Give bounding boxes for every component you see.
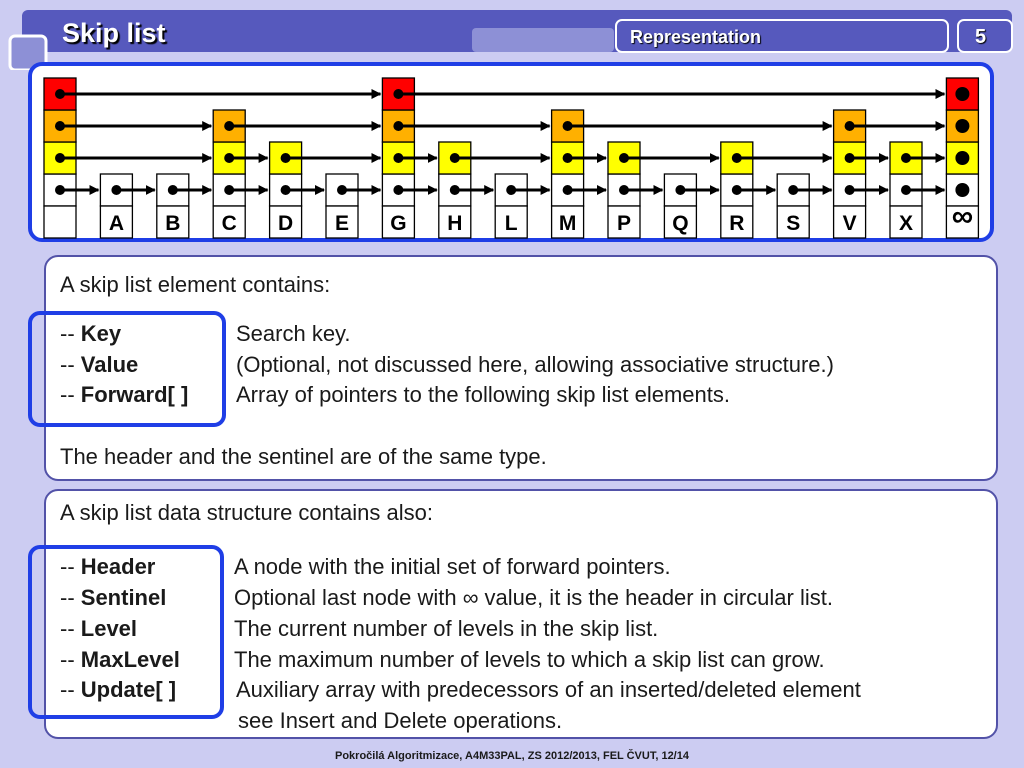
field-name-header: Header: [80, 554, 156, 579]
node-d-key-label: D: [278, 212, 293, 235]
field-name-level: Level: [80, 616, 138, 641]
section-label: Representation: [630, 27, 762, 47]
node-e-key-cell: [325, 205, 359, 239]
field-maxlevel: -- MaxLevel: [60, 647, 180, 672]
field-name-sentinel: Sentinel: [80, 585, 167, 610]
fields-highlight: [28, 311, 226, 427]
node-b-key-label: B: [165, 212, 180, 235]
node-h-key-cell: [438, 205, 472, 239]
field-header-desc: A node with the initial set of forward p…: [234, 554, 671, 579]
field-sentinel-desc: Optional last node with ∞ value, it is t…: [234, 585, 833, 610]
page-number: 5: [975, 26, 987, 48]
node-c-key-cell: [212, 205, 246, 239]
field-update-desc-continued: see Insert and Delete operations.: [238, 708, 563, 733]
header-key-cell: [43, 205, 77, 239]
field-update: -- Update[ ]: [60, 677, 177, 702]
section-tab: [615, 19, 949, 53]
field-name-value: Value: [80, 352, 139, 377]
field-name-forward: Forward[ ]: [80, 382, 189, 407]
node-m-key-label: M: [559, 212, 577, 235]
node-b-key-cell: [156, 205, 190, 239]
node-p-key-label: P: [617, 212, 631, 235]
node-x-key-cell: [889, 205, 923, 239]
field-level-desc: The current number of levels in the skip…: [234, 616, 659, 641]
field-forward: -- Forward[ ]: [60, 382, 189, 407]
node-s-key-label: S: [786, 212, 800, 235]
field-value: -- Value: [60, 352, 139, 377]
field-level: -- Level: [60, 616, 138, 641]
node-l-key-cell: [494, 205, 528, 239]
field-name-maxlevel: MaxLevel: [80, 647, 180, 672]
structure-contents-panel: A skip list data structure contains also…: [28, 489, 998, 739]
node-e-key-label: E: [335, 212, 349, 235]
slide-title: Skip list: [62, 18, 166, 48]
field-name-update: Update[ ]: [80, 677, 177, 702]
field-header: -- Header: [60, 554, 156, 579]
field-update-desc: Auxiliary array with predecessors of an …: [236, 677, 861, 702]
field-key-desc: Search key.: [236, 321, 351, 346]
sentinel-pointer-4: [955, 87, 970, 101]
panel1-intro: A skip list element contains:: [60, 272, 331, 297]
slide-footer: Pokročilá Algoritmizace, A4M33PAL, ZS 20…: [335, 750, 689, 762]
node-v-key-label: V: [843, 212, 857, 235]
slide-header-decoration: [8, 10, 1013, 70]
sentinel-pointer-3: [955, 119, 970, 133]
corner-square-decoration: [8, 34, 48, 70]
node-r-key-cell: [720, 205, 754, 239]
element-contents-panel: A skip list element contains: -- Key Sea…: [28, 255, 998, 481]
sentinel-key-label: ∞: [952, 200, 973, 233]
node-h-key-label: H: [447, 212, 462, 235]
field-key: -- Key: [60, 321, 122, 346]
panel2-intro: A skip list data structure contains also…: [60, 500, 433, 525]
node-a-key-label: A: [109, 212, 124, 235]
structure-fields-highlight: [28, 545, 224, 719]
node-q-key-label: Q: [672, 212, 688, 235]
node-q-key-cell: [663, 205, 698, 239]
node-d-key-cell: [268, 205, 303, 239]
node-p-key-cell: [607, 205, 641, 239]
node-v-key-cell: [832, 205, 867, 239]
node-r-key-label: R: [729, 212, 744, 235]
node-m-key-cell: [550, 205, 585, 239]
page-number-tab: [957, 19, 1013, 53]
field-sentinel: -- Sentinel: [60, 585, 167, 610]
node-s-key-cell: [776, 205, 810, 239]
panel1-note: The header and the sentinel are of the s…: [60, 444, 547, 469]
sentinel-pointer-2: [955, 151, 970, 165]
field-maxlevel-desc: The maximum number of levels to which a …: [234, 647, 825, 672]
sentinel-level-1-cell: [945, 173, 980, 207]
field-name-key: Key: [80, 321, 122, 346]
field-forward-desc: Array of pointers to the following skip …: [236, 382, 731, 407]
node-l-key-label: L: [505, 212, 518, 235]
sentinel-key-cell: [945, 205, 980, 239]
title-bar-shade: [472, 28, 614, 52]
skip-list-diagram: A B C D E G H L M P Q R S V X ∞: [43, 77, 980, 239]
node-g-key-label: G: [390, 212, 406, 235]
sentinel-pointer-1: [955, 183, 970, 197]
node-g-key-cell: [381, 205, 416, 239]
node-c-key-label: C: [222, 212, 237, 235]
node-x-key-label: X: [899, 212, 913, 235]
field-value-desc: (Optional, not discussed here, allowing …: [236, 352, 834, 377]
node-a-key-cell: [99, 205, 134, 239]
